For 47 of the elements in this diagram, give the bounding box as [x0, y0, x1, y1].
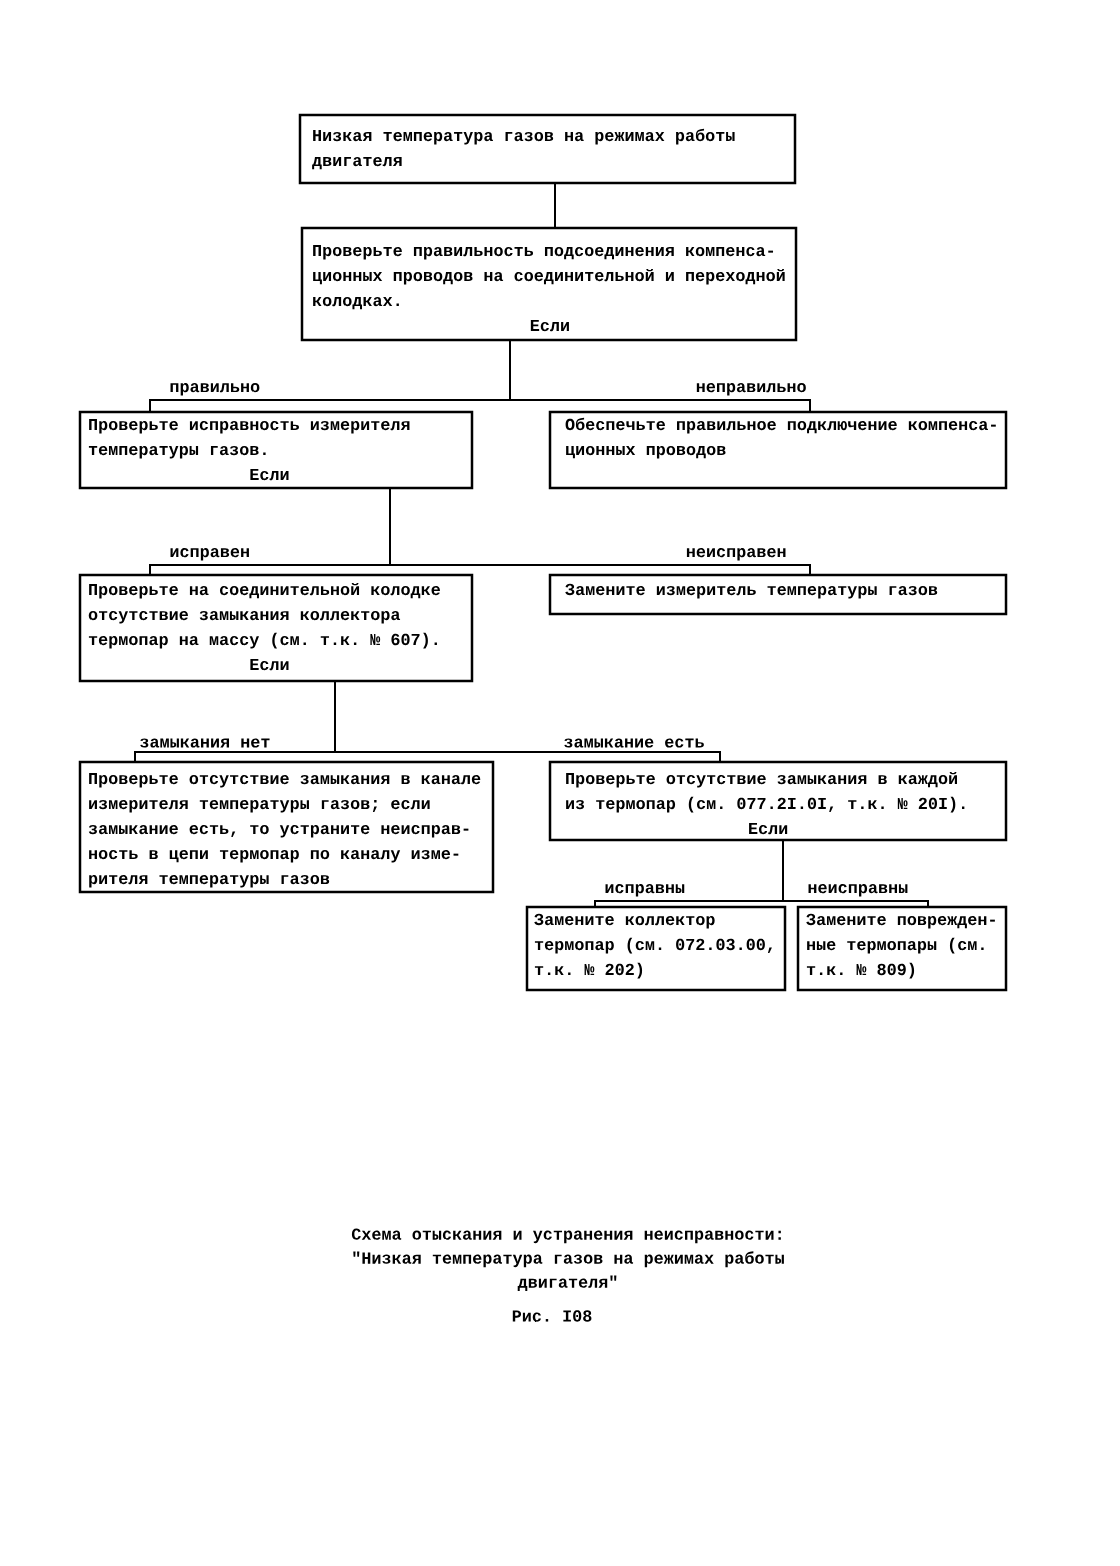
branch-label: неисправны: [808, 884, 908, 897]
step-box: [78, 760, 495, 894]
step-text: Обеспечьте правильное подключение компенса-ционных проводов: [565, 417, 996, 459]
connector-line: [149, 399, 511, 413]
branch-label: исправен: [170, 548, 249, 561]
connector-line: [554, 182, 556, 229]
step-box: [78, 410, 474, 490]
step-box: [525, 905, 787, 992]
connector-line: [782, 839, 784, 902]
connector-line: [509, 399, 811, 413]
figure-number: Рис. I08: [512, 1310, 592, 1322]
connector-line: [594, 900, 784, 908]
branch-label: исправны: [605, 884, 685, 897]
if-word: Если: [530, 319, 569, 332]
connector-line: [509, 339, 511, 401]
step-text: Замените коллектор термопар (см. 072.03.00, т.к. № 202): [534, 913, 772, 979]
step-text: Проверьте правильность подсоединения компенса-ционных проводов на соединительной и переходной колодках.: [313, 244, 785, 310]
step-box: [548, 573, 1008, 616]
step-text: Проверьте исправность измерителя температуры газов.: [88, 418, 410, 459]
step-text: Проверьте отсутствие замыкания в канале измерителя температуры газов; если замыкание есть, то устраните неисправ-ность в цепи термопар по каналу изме-рителя температуры газов: [88, 772, 481, 888]
connector-line: [334, 680, 336, 753]
if-word: Если: [250, 658, 289, 671]
connector-line: [149, 564, 391, 576]
connector-line: [389, 487, 391, 566]
branch-label: неправильно: [696, 383, 806, 396]
branch-label: замыкание есть: [564, 738, 704, 748]
problem-box: [298, 113, 797, 185]
problem-text: Низкая температура газов на режимах работы двигателя: [312, 128, 735, 170]
step-box: [796, 905, 1008, 992]
step-text: Проверьте отсутствие замыкания в каждой из термопар (см. 077.2I.0I, т.к. № 20I).: [566, 771, 965, 813]
if-word: Если: [250, 468, 289, 481]
step-box: [78, 573, 474, 683]
connector-line: [389, 564, 811, 576]
connector-line: [334, 751, 721, 763]
if-word: Если: [749, 822, 788, 835]
caption-text: Схема отыскания и устранения неисправности: "Низкая температура газов на режимах работы двигателя": [351, 1228, 784, 1291]
branch-label: замыкания нет: [140, 738, 270, 748]
step-box: [548, 410, 1008, 490]
step-text: Замените измеритель температуры газов: [565, 583, 938, 599]
step-box: [548, 760, 1008, 842]
step-text: Проверьте на соединительной колодке отсутствие замыкания коллектора термопар на массу (см. т.к. № 607).: [88, 582, 440, 649]
step-text: Замените поврежден-ные термопары (см. т.к. № 809): [806, 913, 995, 979]
branch-label: правильно: [170, 383, 260, 396]
connector-line: [134, 751, 336, 763]
branch-label: неисправен: [686, 548, 786, 561]
step-box: [300, 226, 798, 342]
connector-line: [782, 900, 929, 908]
